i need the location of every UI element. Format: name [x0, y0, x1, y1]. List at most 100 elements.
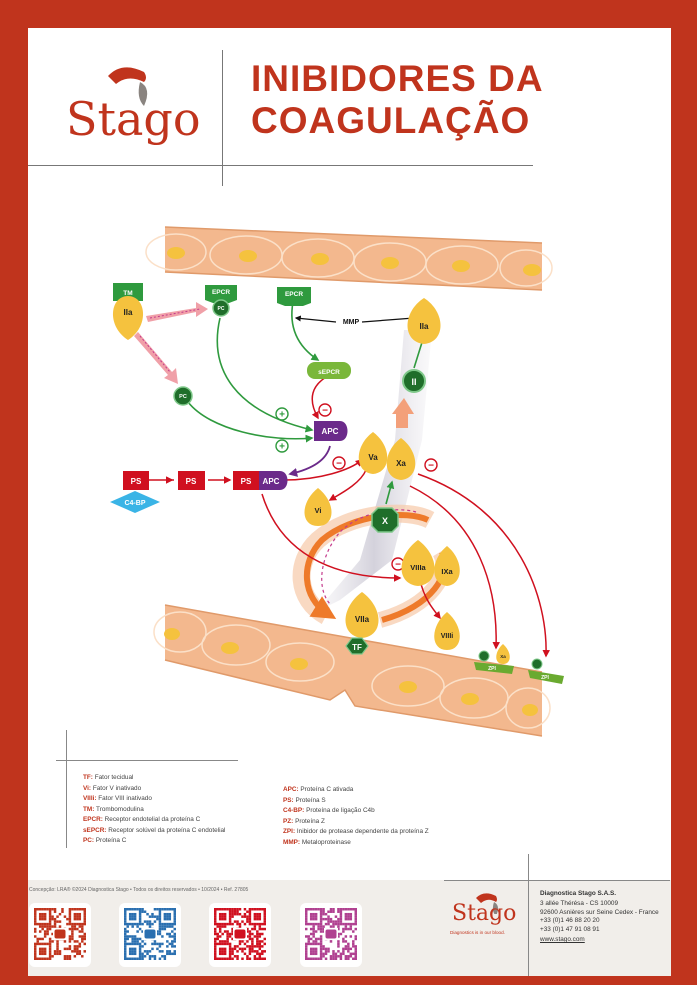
- footer-divider-h: [444, 880, 670, 881]
- qr-code-youtube[interactable]: [209, 903, 271, 967]
- zpi1-label: ZPI: [488, 666, 496, 672]
- factor-ixa: IXa: [434, 546, 460, 586]
- address-line2: 92600 Asnières sur Seine Cedex - France: [540, 908, 659, 916]
- legend-entry: APC: Proteína C ativada: [283, 786, 353, 794]
- apc-label: APC: [322, 427, 339, 436]
- ps2-label: PS: [186, 477, 197, 486]
- tissue-factor: TF: [345, 637, 369, 655]
- legend-text: Fator V inativado: [92, 784, 142, 792]
- website-link[interactable]: www.stago.com: [540, 936, 585, 943]
- page-title-line2: COAGULAÇÃO: [251, 100, 531, 141]
- legend-entry: VIIIi: Fator VIII inativado: [83, 795, 152, 803]
- factor-ii: II: [402, 369, 426, 393]
- legend-entry: TF: Fator tecidual: [83, 774, 133, 782]
- iia-top-label: IIa: [124, 308, 133, 317]
- factor-viia: VIIa: [345, 592, 379, 638]
- factor-va: Va: [358, 432, 388, 474]
- legend-text: Inibidor de protease dependente da prote…: [296, 828, 429, 835]
- ps1-label: PS: [131, 477, 142, 486]
- legend-entry: MMP: Metaloproteinase: [283, 839, 351, 847]
- factor-xa: Xa: [386, 438, 416, 480]
- legend-entry: C4-BP: Proteína de ligação C4b: [283, 807, 375, 815]
- legend-divider-v: [66, 730, 67, 848]
- tf-label: TF: [352, 643, 362, 652]
- plus-sign-1: +: [279, 410, 285, 421]
- footer-logo-mark-icon: [476, 893, 499, 916]
- epcr-left-label: EPCR: [212, 289, 230, 296]
- prothrombin-arrow-icon: [392, 398, 414, 428]
- address-line1: 3 allée Thérésa - CS 10009: [540, 900, 619, 907]
- protein-s-free: PS: [178, 471, 205, 490]
- thrombomodulin: TM: [113, 283, 143, 301]
- tm-label: TM: [123, 290, 132, 297]
- pc-small-label: PC: [218, 306, 225, 312]
- legend-divider-h: [56, 760, 238, 761]
- vessel-wall-bottom: [153, 604, 551, 737]
- qr-code-linkedin[interactable]: [119, 903, 181, 967]
- viia-label: VIIa: [355, 615, 370, 624]
- legend-abbr: VIIIi:: [83, 795, 97, 802]
- activation-signs: + + − − − −: [275, 403, 438, 571]
- qr-code-instagram[interactable]: [300, 903, 362, 967]
- legend-text: Receptor endotelial da proteína C: [104, 816, 201, 823]
- xa-label: Xa: [396, 459, 406, 468]
- protein-s-c4bp: PS C4-BP: [110, 471, 160, 513]
- footer-logo-text: Stago: [452, 901, 517, 926]
- linkedin-icon: [124, 908, 176, 960]
- youtube-icon: [214, 908, 266, 960]
- header-divider-h: [28, 165, 533, 166]
- legend-abbr: Vi:: [83, 784, 92, 792]
- legend-entry: PS: Proteína S: [283, 797, 326, 805]
- minus-sign-2: −: [336, 459, 342, 470]
- apc2-label: APC: [263, 477, 280, 486]
- mmp-arrow-left: [294, 315, 337, 323]
- legend-abbr: MMP:: [283, 838, 301, 846]
- sepcr: sEPCR: [307, 362, 351, 379]
- legend-abbr: PS:: [283, 796, 294, 804]
- ps-apc-complex: PS APC: [233, 471, 288, 490]
- plus-sign-2: +: [279, 442, 285, 453]
- legend-text: Fator VIII inativado: [98, 795, 152, 802]
- vessel-wall-top: [145, 226, 553, 291]
- ii-label: II: [411, 377, 416, 387]
- iia-right-label: IIa: [420, 322, 429, 331]
- va-label: Va: [368, 453, 378, 462]
- legend-text: Proteína Z: [295, 817, 325, 825]
- ps3-label: PS: [241, 477, 252, 486]
- factor-vi: Vi: [304, 488, 332, 526]
- apc: APC: [314, 421, 348, 441]
- legend-entry: Vi: Fator V inativado: [83, 785, 141, 793]
- legend-abbr: ZPI:: [283, 828, 296, 835]
- viiia-label: VIIIa: [410, 563, 426, 572]
- legend-abbr: TF:: [83, 774, 93, 781]
- stago-qr-icon: [34, 908, 86, 960]
- logo-text: Stago: [66, 92, 201, 146]
- legend-text: Trombomodulina: [96, 805, 144, 813]
- legend-text: Fator tecidual: [94, 774, 134, 781]
- company-name: Diagnostica Stago S.A.S.: [540, 890, 616, 897]
- phone: +33 (0)1 46 88 20 20: [540, 917, 600, 924]
- mmp-label: MMP: [343, 319, 360, 326]
- red-inhibition-arrows: [148, 373, 550, 658]
- qr-code-stago[interactable]: [29, 903, 91, 967]
- sepcr-label: sEPCR: [318, 369, 340, 376]
- legend-text: Proteína C ativada: [300, 786, 354, 793]
- factor-iia-top: IIa: [112, 296, 144, 340]
- footer-stago-logo: Stago Diagnostics is in our blood.: [450, 888, 522, 940]
- minus-sign-3: −: [428, 461, 434, 472]
- epcr-left: EPCR PC: [205, 285, 237, 317]
- legend-entry: EPCR: Receptor endotelial da proteína C: [83, 816, 200, 824]
- poster-paper: [28, 28, 671, 880]
- fax: +33 (0)1 47 91 08 91: [540, 925, 600, 933]
- legend-abbr: EPCR:: [83, 816, 103, 823]
- thrombin-activation-arrows: [134, 302, 208, 384]
- legend-abbr: PC:: [83, 837, 95, 844]
- instagram-icon: [305, 908, 357, 960]
- legend-abbr: TM:: [83, 805, 95, 813]
- epcr-right: EPCR: [277, 287, 311, 306]
- ixa-label: IXa: [441, 567, 453, 576]
- factor-x: X: [371, 507, 399, 533]
- zpi-xa-complex: ZPI Xa: [474, 644, 514, 674]
- legend-entry: PZ: Proteína Z: [283, 818, 325, 826]
